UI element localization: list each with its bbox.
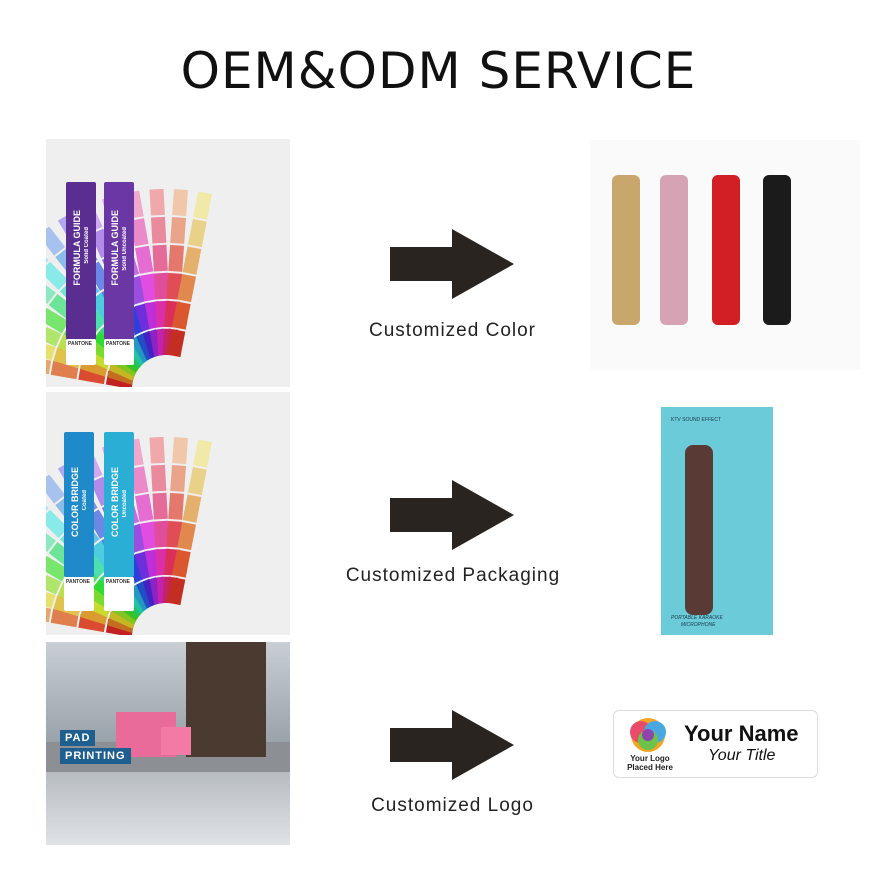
color-swatch (139, 273, 159, 302)
card-subtitle: Uncoated (122, 490, 128, 518)
card-bottom: PANTONE (64, 577, 94, 611)
color-swatch (46, 555, 69, 582)
color-bridge-card-uncoated: COLOR BRIDGE Uncoated (104, 432, 134, 577)
card-subtitle: Coated (82, 490, 88, 511)
color-swatch (172, 189, 188, 216)
color-swatch (152, 492, 168, 520)
color-swatch (171, 301, 191, 330)
pad-badge: PAD (60, 730, 96, 746)
color-swatch (166, 328, 186, 358)
card-bottom: PANTONE (66, 339, 96, 365)
conveyor (46, 772, 290, 845)
box-bottom-text: MICROPHONE (681, 622, 716, 628)
name-badge-sample: Your Logo Placed Here Your Name Your Tit… (613, 710, 818, 778)
color-swatch (46, 276, 56, 304)
pantone-logo: PANTONE (68, 341, 92, 347)
color-bridge-card-coated: COLOR BRIDGE Coated (64, 432, 94, 577)
color-swatch (130, 218, 149, 247)
card-title: FORMULA GUIDE (72, 210, 82, 286)
pantone-logo: PANTONE (106, 579, 130, 585)
pantone-logo: PANTONE (66, 579, 90, 585)
caption-customized-packaging: Customized Packaging (345, 565, 561, 586)
card-title: COLOR BRIDGE (70, 467, 80, 538)
card-bottom: PANTONE (104, 577, 134, 611)
page-title: OEM&ODM SERVICE (180, 42, 697, 100)
logo-line-2: Placed Here (627, 763, 673, 772)
color-swatch (166, 272, 183, 300)
color-swatch (46, 571, 62, 595)
color-swatch (152, 244, 168, 272)
color-swatch (149, 436, 165, 464)
machine-arm (186, 642, 266, 757)
card-subtitle: Solid Uncoated (122, 227, 128, 271)
color-swatch (46, 307, 69, 334)
color-swatch (151, 464, 167, 492)
color-swatch (177, 273, 196, 303)
color-swatch (177, 521, 196, 551)
pink-microphone (660, 175, 688, 325)
color-swatch (130, 466, 149, 495)
pantone-formula-guide-image: FORMULA GUIDE Solid Coated PANTONE FORMU… (46, 139, 290, 387)
printing-badge: PRINTING (60, 748, 131, 764)
color-swatch (46, 323, 62, 347)
card-subtitle: Solid Coated (84, 227, 90, 264)
color-swatch (46, 261, 69, 291)
formula-guide-card-coated: FORMULA GUIDE Solid Coated (66, 182, 96, 340)
right-arrow-icon (390, 229, 514, 299)
colored-microphones-image (590, 140, 860, 370)
card-title: FORMULA GUIDE (110, 210, 120, 286)
box-top-text: KTV SOUND EFFECT (671, 417, 722, 423)
color-swatch (166, 520, 183, 548)
card-title: COLOR BRIDGE (110, 467, 120, 538)
color-swatch (187, 219, 207, 248)
color-swatch (135, 493, 154, 522)
color-swatch (182, 246, 202, 275)
pantone-color-bridge-image: COLOR BRIDGE Coated PANTONE COLOR BRIDGE… (46, 392, 290, 635)
formula-guide-card-uncoated: FORMULA GUIDE Solid Uncoated (104, 182, 134, 340)
pad-printing-machine-image: PAD PRINTING (46, 642, 290, 845)
badge-title: Your Title (708, 747, 776, 764)
color-swatch (171, 549, 191, 578)
color-swatch (46, 509, 69, 539)
caption-customized-color: Customized Color (369, 320, 536, 341)
color-swatch (153, 520, 170, 548)
logo-placeholder-text: Your Logo Placed Here (622, 754, 678, 772)
color-swatch (166, 576, 186, 606)
black-microphone (763, 175, 791, 325)
color-swatch (170, 217, 186, 244)
color-swatch (168, 244, 185, 272)
packaged-microphone (685, 445, 713, 615)
badge-name: Your Name (684, 721, 799, 746)
pink-pad (161, 727, 191, 755)
right-arrow-icon (390, 710, 514, 780)
color-swatch (135, 245, 154, 274)
flower-logo-icon (630, 718, 666, 752)
box-bottom-text: PORTABLE KARAOKE (671, 615, 723, 621)
color-swatch (168, 492, 185, 520)
pantone-logo: PANTONE (106, 341, 130, 347)
color-swatch (46, 339, 56, 361)
color-swatch (46, 226, 66, 256)
color-swatch (46, 524, 56, 552)
gold-microphone (612, 175, 640, 325)
color-swatch (187, 467, 207, 496)
color-swatch (153, 272, 170, 300)
color-swatch (170, 465, 186, 492)
caption-customized-logo: Customized Logo (371, 795, 534, 816)
color-swatch (172, 437, 188, 464)
color-swatch (193, 439, 213, 468)
color-swatch (46, 587, 56, 609)
color-swatch (139, 521, 159, 550)
color-swatch (182, 494, 202, 523)
red-microphone (712, 175, 740, 325)
color-swatch (46, 474, 66, 504)
packaging-box-image: KTV SOUND EFFECT PORTABLE KARAOKE MICROP… (661, 407, 773, 635)
right-arrow-icon (390, 480, 514, 550)
color-swatch (151, 216, 167, 244)
color-swatch (193, 191, 213, 220)
color-swatch (149, 188, 165, 216)
logo-line-1: Your Logo (630, 754, 670, 763)
card-bottom: PANTONE (104, 339, 134, 365)
